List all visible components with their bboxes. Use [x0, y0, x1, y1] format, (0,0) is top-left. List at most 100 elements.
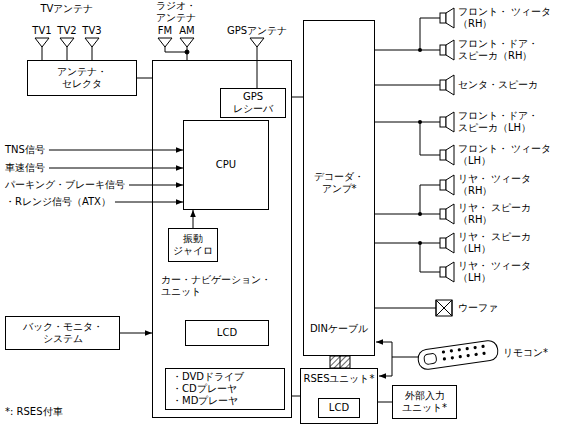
speaker-wires: [375, 18, 440, 308]
speaker-symbol: [440, 75, 454, 95]
speaker-cone: [446, 40, 454, 60]
box-text: バック・モニタ・ システム: [20, 321, 105, 345]
speaker-name: リヤ・ スピーカ（LH）: [458, 231, 562, 255]
junction-dot: [185, 50, 189, 54]
remote-button: [443, 357, 447, 361]
radio-antenna-symbol: [180, 38, 194, 47]
speaker-name: リヤ・ スピーカ（LH）: [458, 231, 562, 255]
box-text: CPU: [216, 159, 236, 171]
signal-arrow: [115, 202, 183, 203]
remote-button: [473, 346, 477, 350]
remote-button: [457, 348, 461, 352]
junction-dot: [418, 212, 422, 216]
antenna-group-label: TVアンテナ: [37, 3, 97, 15]
box-text: 振動 ジャイロ: [171, 233, 216, 257]
remote-button: [481, 345, 485, 349]
speaker-cone: [446, 145, 454, 165]
speaker-magnet: [440, 267, 446, 277]
speaker-magnet: [440, 45, 446, 55]
speaker-wire: [375, 18, 440, 308]
speaker-name: フロント・ドア・ スピーカ（RH）: [458, 38, 562, 62]
speaker-name: フロント・ ツィータ（RH）: [458, 6, 562, 30]
speaker-name: フロント・ドア・ スピーカ（LH）: [458, 110, 562, 134]
remote-arrow: [379, 376, 392, 377]
signal-name: 車速信号: [5, 162, 45, 174]
signal-name: ・Rレンジ信号（ATX）: [5, 196, 111, 208]
junction-dots: [418, 48, 422, 245]
box-text: ・DVDドライブ: [172, 371, 244, 383]
speaker-symbol: [440, 262, 454, 282]
remote-control-picture: [417, 340, 499, 371]
connector: [137, 78, 152, 79]
connector: [292, 97, 303, 98]
speaker-cone: [446, 8, 454, 28]
tv-antenna-symbol: [85, 38, 99, 47]
antenna-name: TV1: [32, 25, 51, 37]
box-text: ・CDプレーヤ: [172, 383, 237, 395]
junction-dot: [418, 120, 422, 124]
speaker-name: フロント・ ツィータ（LH）: [458, 143, 562, 167]
junction-dot: [418, 241, 422, 245]
tv-antenna-symbol: [60, 38, 74, 47]
speaker-magnet: [440, 180, 446, 190]
connector: [340, 356, 341, 368]
lcd-box: LCD: [185, 320, 269, 346]
box-text: GPS レシーバ: [231, 91, 276, 115]
speaker-name: ウーファ: [458, 302, 498, 314]
speaker-symbol: [440, 112, 454, 132]
speaker-name: フロント・ドア・ スピーカ（LH）: [458, 110, 562, 134]
speaker-cone: [446, 204, 454, 224]
remote-wire: [392, 342, 420, 376]
connector: [120, 333, 152, 334]
woofer-cross: [436, 300, 452, 316]
antenna-selector-box: アンテナ・ セレクタ: [27, 60, 137, 96]
remote-button: [466, 354, 470, 358]
woofer-symbol: [436, 300, 452, 316]
speaker-symbol: [440, 175, 454, 195]
speaker-name: フロント・ ツィータ（RH）: [458, 6, 562, 30]
remote-button: [442, 350, 446, 354]
antenna-name: TV3: [77, 25, 107, 37]
signal-arrow: [49, 150, 183, 151]
antenna-name: FM: [153, 25, 177, 37]
remote-body: [417, 340, 499, 371]
remote-button: [465, 347, 469, 351]
speaker-name: センタ・スピーカ: [458, 79, 562, 91]
speaker-magnet: [440, 117, 446, 127]
woofer-box: [436, 300, 452, 316]
remote-name: リモコン*: [503, 347, 548, 359]
antenna-name: TV3: [82, 25, 101, 37]
radio-antenna-symbol: [158, 38, 172, 47]
speaker-cone: [446, 262, 454, 282]
speaker-name: リヤ・ ツィータ（RH）: [458, 173, 562, 197]
gps-receiver-box: GPS レシーバ: [220, 88, 286, 118]
speaker-name: ウーファ: [458, 302, 562, 314]
antenna-group-label: ラジオ・ アンテナ: [151, 0, 201, 24]
remote-pad: [424, 353, 437, 365]
tv-antenna-stem: [42, 38, 92, 60]
antenna-name: AM: [175, 25, 199, 37]
antenna-name: TV2: [52, 25, 82, 37]
antenna-group-label: ラジオ・ アンテナ: [151, 0, 201, 24]
speaker-magnet: [440, 13, 446, 23]
box-text: RSESユニット*: [301, 373, 377, 385]
antenna-name: GPSアンテナ: [227, 25, 287, 37]
tv-antenna-symbol: [35, 38, 49, 47]
speaker-name: フロント・ドア・ スピーカ（RH）: [458, 38, 562, 62]
back-monitor-box: バック・モニタ・ システム: [5, 316, 120, 350]
connector: [193, 210, 194, 228]
antenna-group-label: TVアンテナ: [41, 3, 94, 15]
antenna-name: FM: [158, 25, 172, 37]
signal-name: TNS信号: [5, 144, 45, 156]
speaker-name: リヤ・ ツィータ（LH）: [458, 260, 562, 284]
gps-antenna-symbol: [250, 38, 264, 47]
media-drive-box: ・DVDドライブ・CDプレーヤ・MDプレーヤ: [165, 368, 285, 410]
antenna-name: GPSアンテナ: [222, 25, 292, 37]
external-input-box: 外部入力 ユニット*: [392, 385, 457, 419]
remote-buttons: [442, 345, 486, 361]
connector: [378, 402, 392, 403]
box-text: LCD: [329, 402, 349, 414]
junction-dot: [418, 48, 422, 52]
speaker-name: フロント・ ツィータ（LH）: [458, 143, 562, 167]
